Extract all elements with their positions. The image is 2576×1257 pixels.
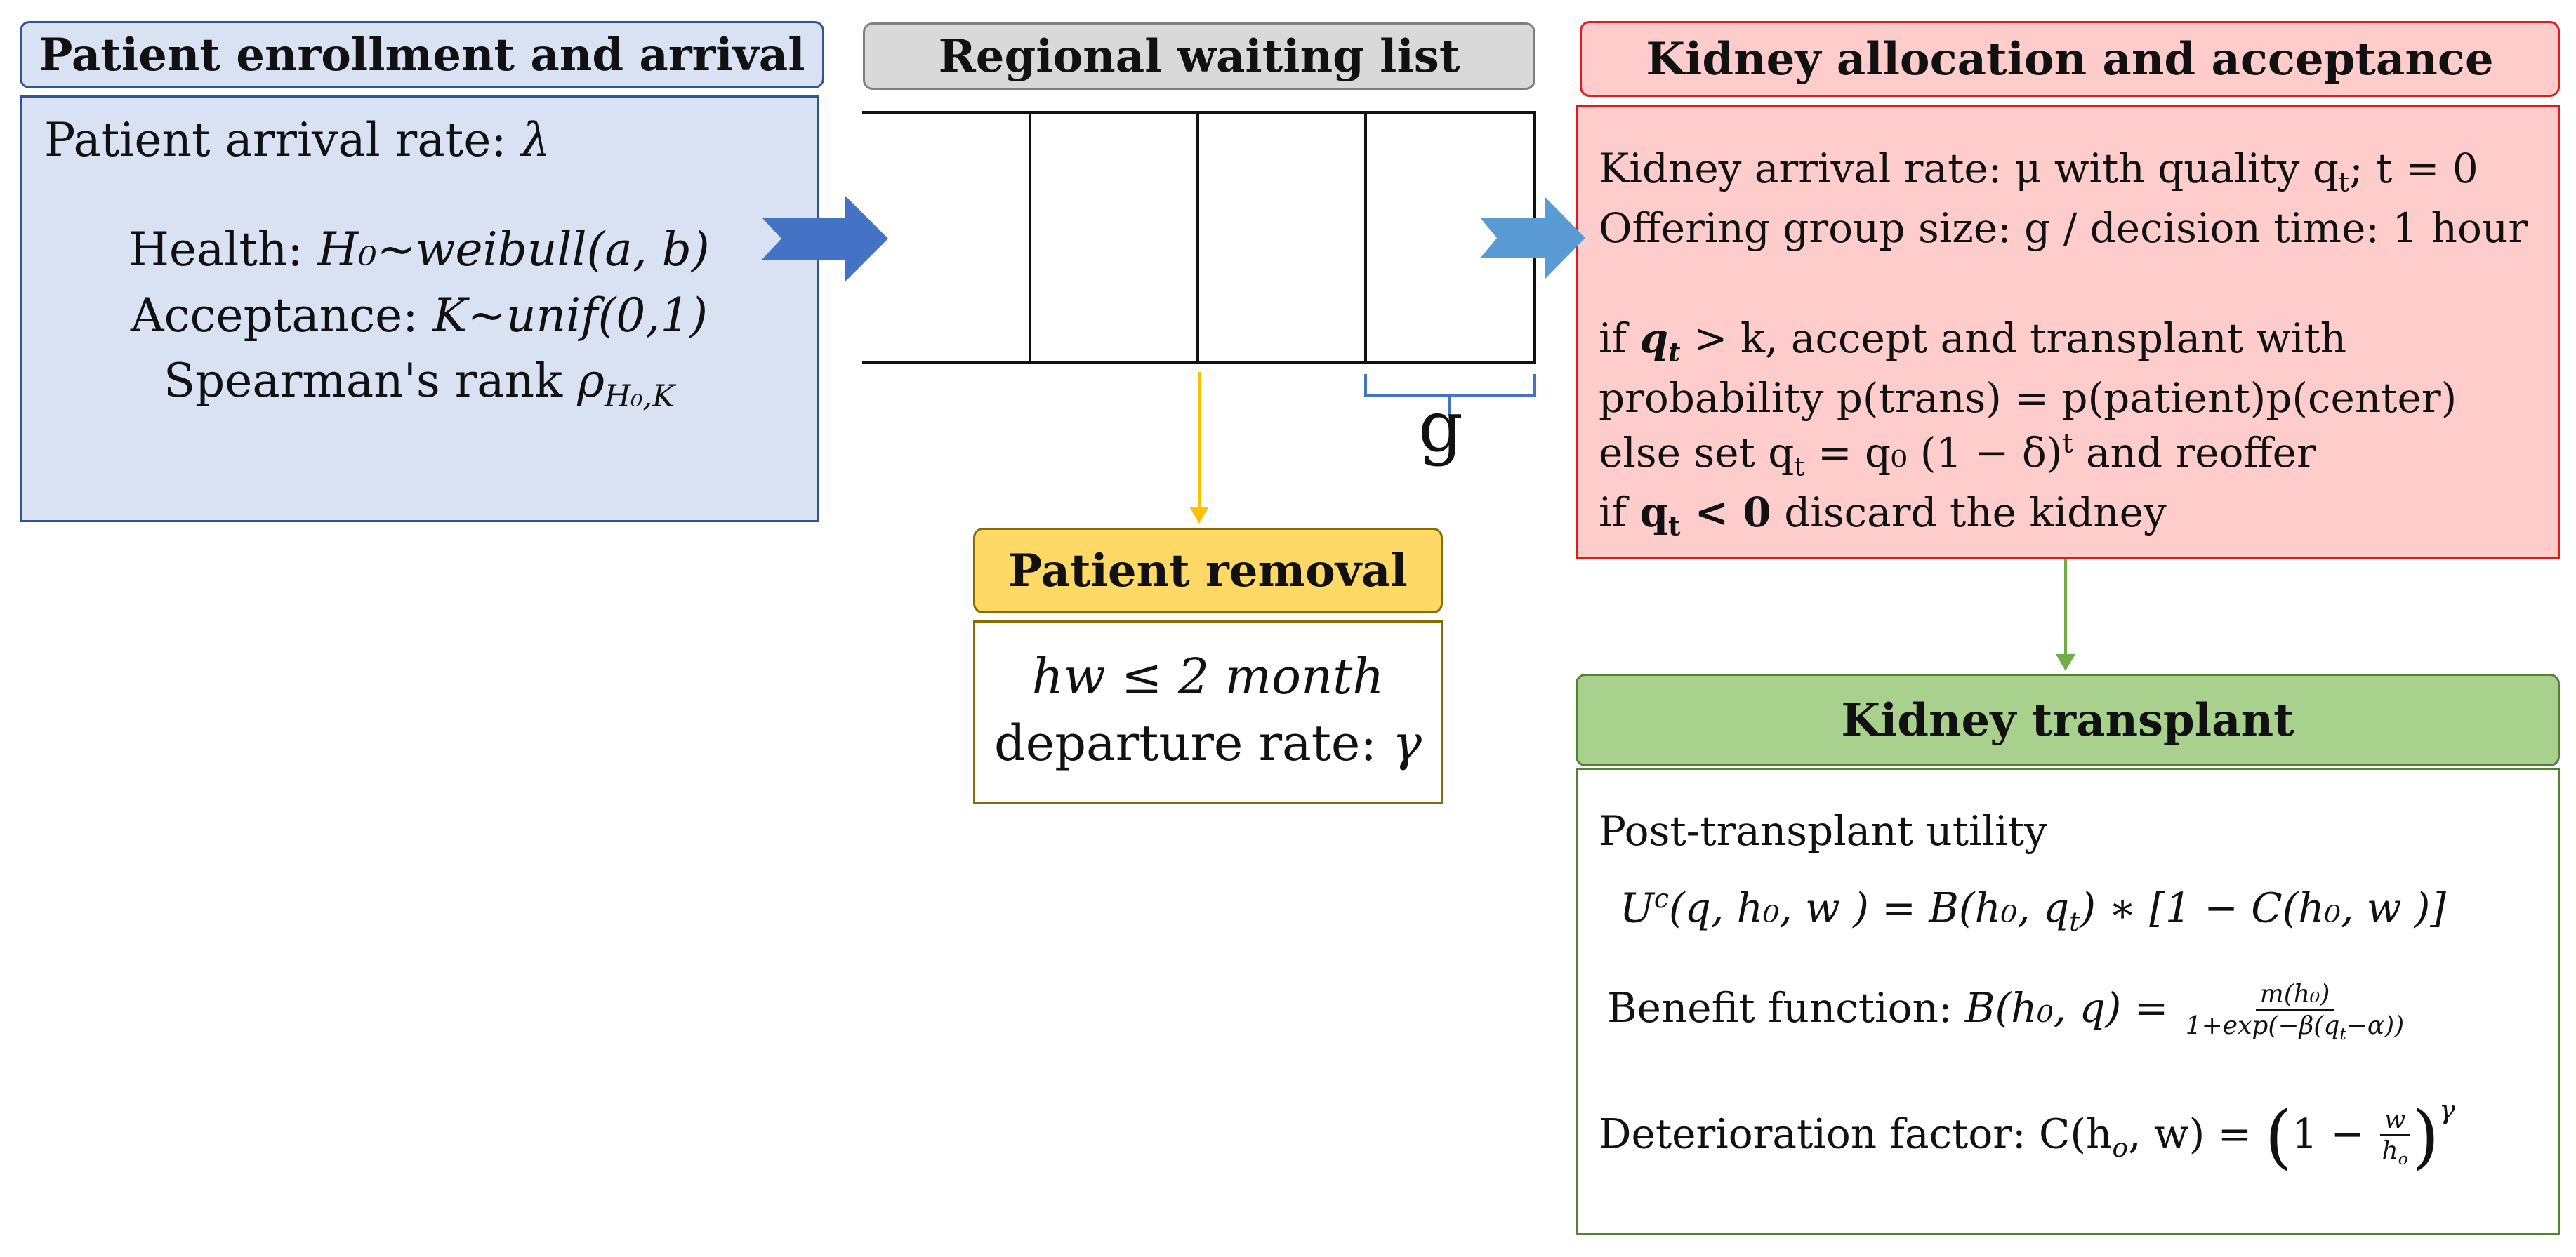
transplant-box: Post-transplant utility Uc(q, h₀, w ) = … bbox=[1576, 768, 2560, 1235]
arrow-enrollment-to-list bbox=[762, 195, 888, 282]
benefit-formula: Benefit function: B(h₀, q) = m(h₀)1+exp(… bbox=[1599, 980, 2537, 1043]
accept-condition-line: if qt > k, accept and transplant with bbox=[1599, 314, 2347, 368]
utility-label: Post-transplant utility bbox=[1599, 807, 2047, 855]
block-arrow-shape bbox=[762, 195, 888, 282]
transplant-header: Kidney transplant bbox=[1576, 674, 2560, 766]
benefit-fraction: m(h₀)1+exp(−β(qt−α)) bbox=[2185, 980, 2405, 1044]
block-arrow-shape bbox=[1480, 197, 1585, 279]
kidney-arrival-line: Kidney arrival rate: μ with quality qt; … bbox=[1599, 145, 2478, 198]
arrow-allocation-to-transplant bbox=[2056, 559, 2075, 671]
group-bracket bbox=[1364, 374, 1536, 416]
enrollment-box: Patient arrival rate: λ Health: H₀~weibu… bbox=[20, 95, 819, 522]
reoffer-line: else set qt = q₀ (1 − δ)t and reoffer bbox=[1599, 428, 2316, 483]
transplant-title: Kidney transplant bbox=[1841, 693, 2294, 747]
departure-rate-line: departure rate: γ bbox=[993, 714, 1422, 772]
removal-header: Patient removal bbox=[973, 528, 1443, 613]
removal-title: Patient removal bbox=[1008, 544, 1408, 597]
waiting-list-title: Regional waiting list bbox=[938, 29, 1460, 83]
utility-formula: Uc(q, h₀, w ) = B(h₀, qt) ∗ [1 − C(h₀, w… bbox=[1620, 883, 2447, 938]
enrollment-title: Patient enrollment and arrival bbox=[39, 28, 805, 81]
enrollment-header: Patient enrollment and arrival bbox=[20, 21, 824, 88]
waiting-list-header: Regional waiting list bbox=[863, 22, 1535, 90]
health-line: Health: H₀~weibull(a, b) bbox=[128, 222, 710, 277]
allocation-box: Kidney arrival rate: μ with quality qt; … bbox=[1576, 105, 2560, 559]
probability-line: probability p(trans) = p(patient)p(cente… bbox=[1599, 373, 2457, 422]
removal-box: hw ≤ 2 month departure rate: γ bbox=[973, 620, 1443, 804]
discard-line: if qt < 0 discard the kidney bbox=[1599, 488, 2167, 542]
group-size-label: g bbox=[1418, 385, 1464, 467]
arrow-list-to-removal bbox=[1189, 372, 1209, 524]
allocation-title: Kidney allocation and acceptance bbox=[1646, 32, 2494, 86]
lambda-symbol: λ bbox=[521, 113, 551, 167]
allocation-header: Kidney allocation and acceptance bbox=[1580, 21, 2560, 97]
removal-condition: hw ≤ 2 month bbox=[1031, 648, 1385, 705]
offering-group-line: Offering group size: g / decision time: … bbox=[1599, 204, 2528, 252]
waiting-list-queue bbox=[862, 111, 1536, 416]
arrow-list-to-allocation bbox=[1480, 197, 1585, 279]
gamma-symbol: γ bbox=[1392, 714, 1422, 772]
arrival-rate-line: Patient arrival rate: λ bbox=[44, 113, 551, 167]
acceptance-line: Acceptance: K~unif(0,1) bbox=[130, 288, 708, 342]
spearman-line: Spearman's rank ρH₀,K bbox=[163, 354, 675, 415]
